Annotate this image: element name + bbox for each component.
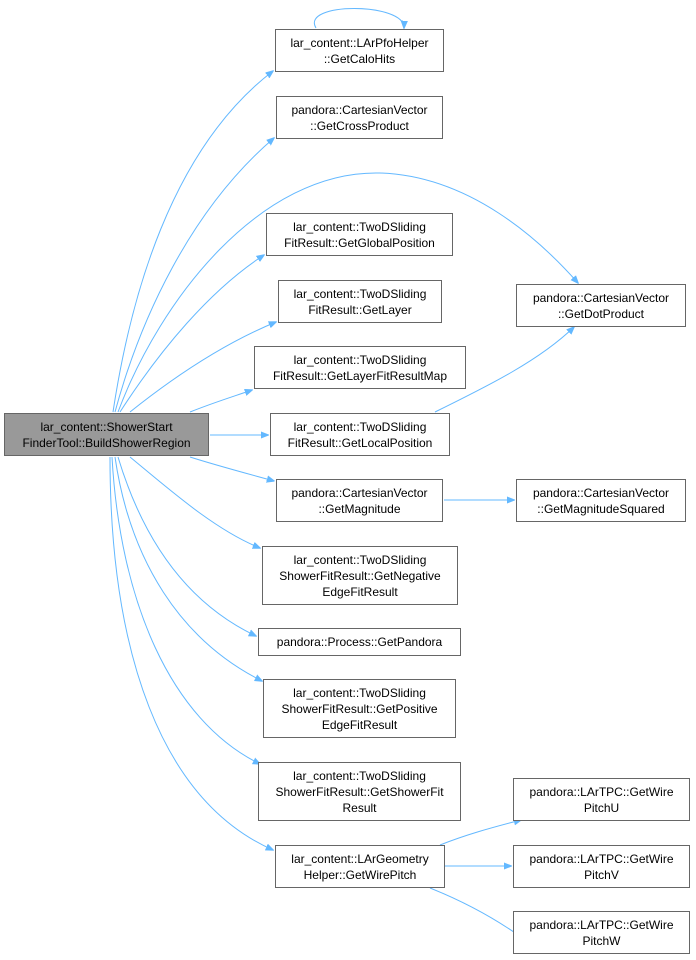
node-getshowerfitresult-line-1: lar_content::TwoDSliding	[293, 768, 426, 783]
edge-root-to-getlayerfitresultmap	[189, 390, 252, 413]
node-getdotproduct[interactable]: pandora::CartesianVector ::GetDotProduct	[516, 284, 686, 327]
node-root-line-1: lar_content::ShowerStart	[40, 419, 173, 434]
edge-root-to-getglobalposition	[119, 255, 264, 413]
node-getwirepitch[interactable]: lar_content::LArGeometry Helper::GetWire…	[275, 845, 445, 888]
node-getshowerfitresult-line-2: ShowerFitResult::GetShowerFit	[275, 784, 444, 799]
node-getwirepitch-line-2: Helper::GetWirePitch	[303, 867, 417, 882]
edge-root-to-getpositiveedgefitresult	[114, 456, 262, 681]
node-getpositiveedgefitresult-line-3: EdgeFitResult	[321, 717, 398, 732]
node-getwirepitchu-line-1: pandora::LArTPC::GetWire	[529, 784, 674, 799]
node-getmagnitudesquared[interactable]: pandora::CartesianVector ::GetMagnitudeS…	[516, 479, 686, 522]
edge-getlocalposition-to-getdotproduct	[434, 327, 574, 413]
node-getdotproduct-line-1: pandora::CartesianVector	[532, 290, 670, 305]
node-getwirepitchv-line-1: pandora::LArTPC::GetWire	[529, 851, 674, 866]
node-getcrossproduct-line-1: pandora::CartesianVector	[291, 102, 428, 117]
node-getglobalposition[interactable]: lar_content::TwoDSliding FitResult::GetG…	[266, 213, 453, 256]
node-getwirepitch-line-1: lar_content::LArGeometry	[291, 851, 429, 866]
edge-root-to-getpandora	[117, 456, 256, 636]
node-getlayerfitresultmap-line-1: lar_content::TwoDSliding	[293, 352, 427, 367]
node-getwirepitchu[interactable]: pandora::LArTPC::GetWire PitchU	[513, 778, 690, 821]
edge-root-to-getmagnitude	[189, 456, 274, 481]
node-getlocalposition-line-1: lar_content::TwoDSliding	[293, 419, 427, 434]
edge-root-to-getcrossproduct	[114, 138, 274, 413]
node-getwirepitchu-line-2: PitchU	[583, 800, 620, 815]
node-getcrossproduct-line-2: ::GetCrossProduct	[310, 118, 409, 133]
node-getnegativeedgefitresult-line-1: lar_content::TwoDSliding	[293, 552, 427, 567]
node-getlocalposition[interactable]: lar_content::TwoDSliding FitResult::GetL…	[270, 413, 450, 456]
edge-root-to-getwirepitch	[109, 456, 273, 850]
edge-getwirepitch-to-getwirepitchu	[439, 820, 521, 846]
node-getpositiveedgefitresult-line-2: ShowerFitResult::GetPositive	[281, 701, 438, 716]
node-getcalohits[interactable]: lar_content::LArPfoHelper ::GetCaloHits	[275, 29, 444, 72]
node-getwirepitchv[interactable]: pandora::LArTPC::GetWire PitchV	[513, 845, 690, 888]
node-getwirepitchv-line-2: PitchV	[584, 867, 619, 882]
node-getmagnitude-line-1: pandora::CartesianVector	[291, 485, 428, 500]
edge-getcalohits-to-getcalohits	[313, 8, 404, 29]
node-getmagnitudesquared-line-1: pandora::CartesianVector	[532, 485, 670, 500]
node-getnegativeedgefitresult-line-2: ShowerFitResult::GetNegative	[279, 568, 441, 583]
edge-root-to-getcalohits	[112, 71, 273, 413]
node-getcalohits-line-1: lar_content::LArPfoHelper	[290, 35, 429, 50]
edge-root-to-getlayer	[129, 322, 276, 413]
edge-getwirepitch-to-getwirepitchw	[429, 887, 521, 937]
node-getlocalposition-line-2: FitResult::GetLocalPosition	[287, 435, 433, 450]
node-getdotproduct-line-2: ::GetDotProduct	[557, 306, 645, 321]
node-getwirepitchw-line-1: pandora::LArTPC::GetWire	[529, 917, 674, 932]
node-root-line-2: FinderTool::BuildShowerRegion	[22, 435, 191, 450]
node-getnegativeedgefitresult-line-3: EdgeFitResult	[322, 584, 398, 599]
node-getlayer[interactable]: lar_content::TwoDSliding FitResult::GetL…	[278, 280, 442, 323]
node-getglobalposition-line-1: lar_content::TwoDSliding	[293, 219, 426, 234]
node-getmagnitude[interactable]: pandora::CartesianVector ::GetMagnitude	[276, 479, 443, 522]
node-getlayerfitresultmap-line-2: FitResult::GetLayerFitResultMap	[272, 368, 448, 383]
node-root: lar_content::ShowerStart FinderTool::Bui…	[4, 413, 209, 456]
node-getpandora[interactable]: pandora::Process::GetPandora	[258, 628, 461, 656]
node-getpositiveedgefitresult-line-1: lar_content::TwoDSliding	[293, 685, 426, 700]
node-getwirepitchw[interactable]: pandora::LArTPC::GetWire PitchW	[513, 911, 690, 954]
edge-root-to-getshowerfitresult	[111, 456, 260, 764]
node-getpandora-line-1: pandora::Process::GetPandora	[276, 635, 443, 649]
edge-root-to-getdotproduct	[117, 172, 578, 413]
node-getlayerfitresultmap[interactable]: lar_content::TwoDSliding FitResult::GetL…	[254, 346, 466, 389]
node-getcrossproduct[interactable]: pandora::CartesianVector ::GetCrossProdu…	[276, 96, 443, 139]
node-getlayer-line-1: lar_content::TwoDSliding	[293, 286, 427, 301]
node-getmagnitude-line-2: ::GetMagnitude	[318, 501, 401, 516]
node-getmagnitudesquared-line-2: ::GetMagnitudeSquared	[537, 501, 665, 516]
node-getwirepitchw-line-2: PitchW	[582, 933, 621, 948]
node-getnegativeedgefitresult[interactable]: lar_content::TwoDSliding ShowerFitResult…	[262, 546, 458, 605]
node-getpositiveedgefitresult[interactable]: lar_content::TwoDSliding ShowerFitResult…	[263, 679, 456, 738]
node-getglobalposition-line-2: FitResult::GetGlobalPosition	[284, 235, 435, 250]
node-getshowerfitresult-line-3: Result	[342, 800, 377, 815]
edge-root-to-getnegativeedgefitresult	[129, 456, 260, 548]
node-getshowerfitresult[interactable]: lar_content::TwoDSliding ShowerFitResult…	[258, 762, 461, 821]
node-getcalohits-line-2: ::GetCaloHits	[323, 51, 396, 66]
node-getlayer-line-2: FitResult::GetLayer	[308, 302, 412, 317]
